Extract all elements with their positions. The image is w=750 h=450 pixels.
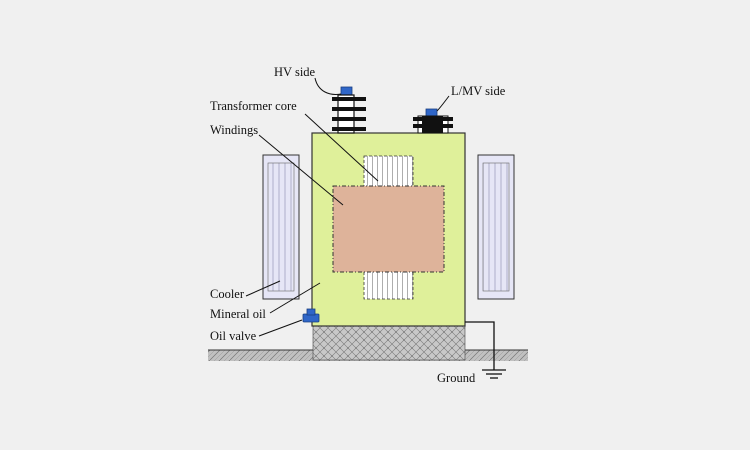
oil-valve-label: Oil valve xyxy=(210,329,257,343)
windings-label: Windings xyxy=(210,123,258,137)
transformer-core xyxy=(332,185,445,273)
left-cooler xyxy=(262,154,300,300)
transformer-core-leader xyxy=(304,113,379,182)
mineral-oil-leader xyxy=(269,282,321,314)
oil-valve-leader xyxy=(258,319,303,337)
lmv-bushing xyxy=(413,108,453,134)
hv-bushing xyxy=(332,86,366,134)
windings-top xyxy=(363,155,414,189)
windings-leader xyxy=(258,134,344,206)
cooler-label: Cooler xyxy=(210,287,245,301)
mineral-oil-label: Mineral oil xyxy=(210,307,266,321)
oil-valve xyxy=(302,308,320,323)
lmv-side-label: L/MV side xyxy=(451,84,506,98)
right-cooler xyxy=(477,154,515,300)
cooler-leader xyxy=(245,280,281,297)
hv-side-leader xyxy=(314,77,342,95)
transformer-core-label: Transformer core xyxy=(210,99,297,113)
hv-side-label: HV side xyxy=(274,65,316,79)
foundation xyxy=(312,325,466,361)
ground-label: Ground xyxy=(437,371,476,385)
windings-bottom xyxy=(363,270,414,300)
lmv-side-leader xyxy=(436,95,450,112)
ground-connection xyxy=(465,321,506,379)
